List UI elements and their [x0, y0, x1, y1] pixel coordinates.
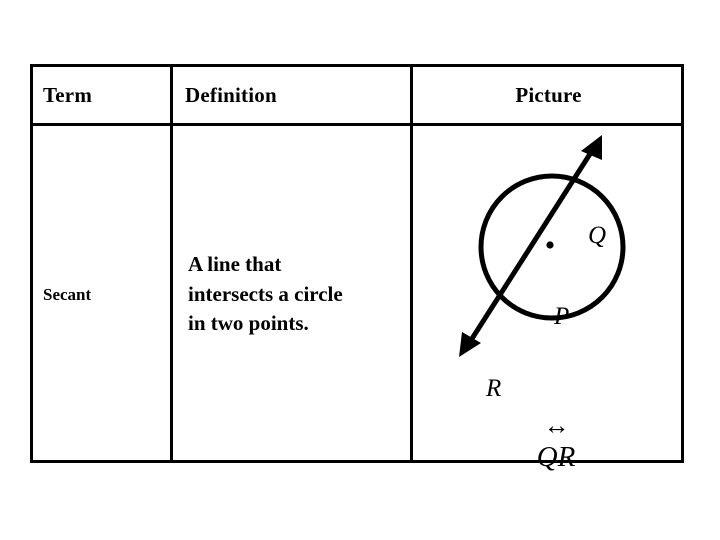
figure-label-p: P: [554, 303, 570, 330]
secant-line: [459, 135, 602, 357]
table-row-picture-cell: Q P R ↔ QR: [413, 126, 684, 472]
figure-label-q: Q: [588, 222, 607, 249]
term-label-secant: Secant: [43, 284, 92, 304]
double-arrow-icon: ↔: [501, 426, 611, 439]
secant-notation-overbar: ↔: [501, 426, 611, 442]
definition-text-secant: A line that intersects a circle in two p…: [188, 251, 343, 336]
figure-label-r: R: [486, 375, 502, 402]
column-header-picture: Picture: [515, 82, 582, 107]
circle-shape: [478, 173, 626, 321]
column-divider-term-definition: [170, 67, 173, 460]
secant-diagram-svg: [459, 135, 626, 357]
column-divider-definition-picture: [410, 67, 413, 460]
secant-diagram: Q P R ↔ QR: [413, 126, 684, 472]
secant-notation: ↔ QR: [501, 426, 611, 472]
arrowhead-upper: [581, 135, 602, 160]
column-header-term: Term: [43, 82, 93, 107]
arrowhead-lower: [459, 332, 481, 357]
header-row-divider: [33, 123, 681, 126]
table-row-term-cell: Secant: [33, 126, 170, 463]
center-point-marker: [546, 241, 554, 249]
table-row-definition-cell: A line that intersects a circle in two p…: [173, 126, 410, 463]
column-header-definition: Definition: [185, 82, 277, 107]
vocabulary-table: Term Definition Picture Secant A line th…: [30, 64, 684, 472]
secant-notation-letters: QR: [536, 441, 576, 473]
